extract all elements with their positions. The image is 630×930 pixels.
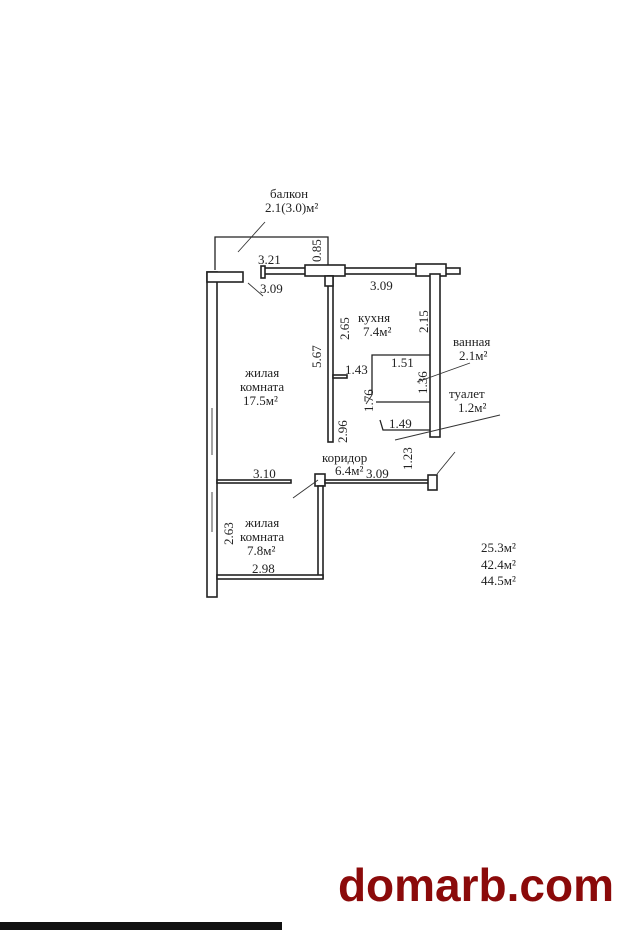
corridor-label: коридор (322, 450, 367, 465)
kitchen-area: 7.4м² (363, 324, 391, 339)
dim: 2.15 (416, 310, 431, 333)
bathroom-label: ванная (453, 334, 490, 349)
dim: 1.43 (345, 362, 368, 377)
living-room-1-label2: комната (240, 379, 284, 394)
wall-block (260, 265, 266, 279)
total-area: 42.4м² (481, 557, 516, 572)
dim: 2.65 (337, 317, 352, 340)
wall-block (314, 473, 326, 487)
living-room-1-label: жилая (244, 365, 279, 380)
living-room-2-label2: комната (240, 529, 284, 544)
dim: 3.10 (253, 466, 276, 481)
total-area-with-balcony: 44.5м² (481, 573, 516, 588)
dim: 2.98 (252, 561, 275, 576)
balcony-label: балкон (270, 186, 308, 201)
wall-block (427, 474, 438, 491)
dim: 2.63 (221, 522, 236, 545)
dim: 1.23 (400, 447, 415, 470)
toilet-bottom-wall (379, 419, 430, 431)
watermark: domarb.com (337, 859, 614, 911)
toilet-label: туалет (449, 386, 485, 401)
wall-block (324, 275, 334, 287)
dim: 5.67 (309, 345, 324, 368)
kitchen-right-wall (429, 273, 441, 438)
wall-stub (332, 374, 348, 379)
toilet-area: 1.2м² (458, 400, 486, 415)
dim: 3.09 (260, 281, 283, 296)
bathroom-area: 2.1м² (459, 348, 487, 363)
dim: 3.09 (370, 278, 393, 293)
room2-right-wall (317, 485, 324, 579)
wall-block (304, 264, 346, 277)
living-room-2-area: 7.8м² (247, 543, 275, 558)
room2-bottom-wall (216, 574, 324, 580)
balcony-area: 2.1(3.0)м² (265, 200, 318, 215)
bottom-bar (0, 922, 282, 930)
dim: 1.51 (391, 355, 414, 370)
balcony-outline (214, 236, 329, 270)
dim: 1.76 (361, 389, 376, 412)
dim: 2.96 (335, 420, 350, 443)
dim: 1.49 (389, 416, 412, 431)
total-living-area: 25.3м² (481, 540, 516, 555)
dim: 3.21 (258, 252, 281, 267)
dim: 3.09 (366, 466, 389, 481)
interior-wall (327, 275, 334, 443)
dim: 1.36 (415, 371, 430, 394)
kitchen-label: кухня (358, 310, 390, 325)
wall-corner (206, 271, 244, 283)
room-divider-wall (216, 479, 292, 484)
living-room-2-label: жилая (244, 515, 279, 530)
living-room-1-area: 17.5м² (243, 393, 278, 408)
dim: 0.85 (309, 239, 324, 262)
bathroom-wall (371, 354, 430, 395)
corridor-area: 6.4м² (335, 463, 363, 478)
